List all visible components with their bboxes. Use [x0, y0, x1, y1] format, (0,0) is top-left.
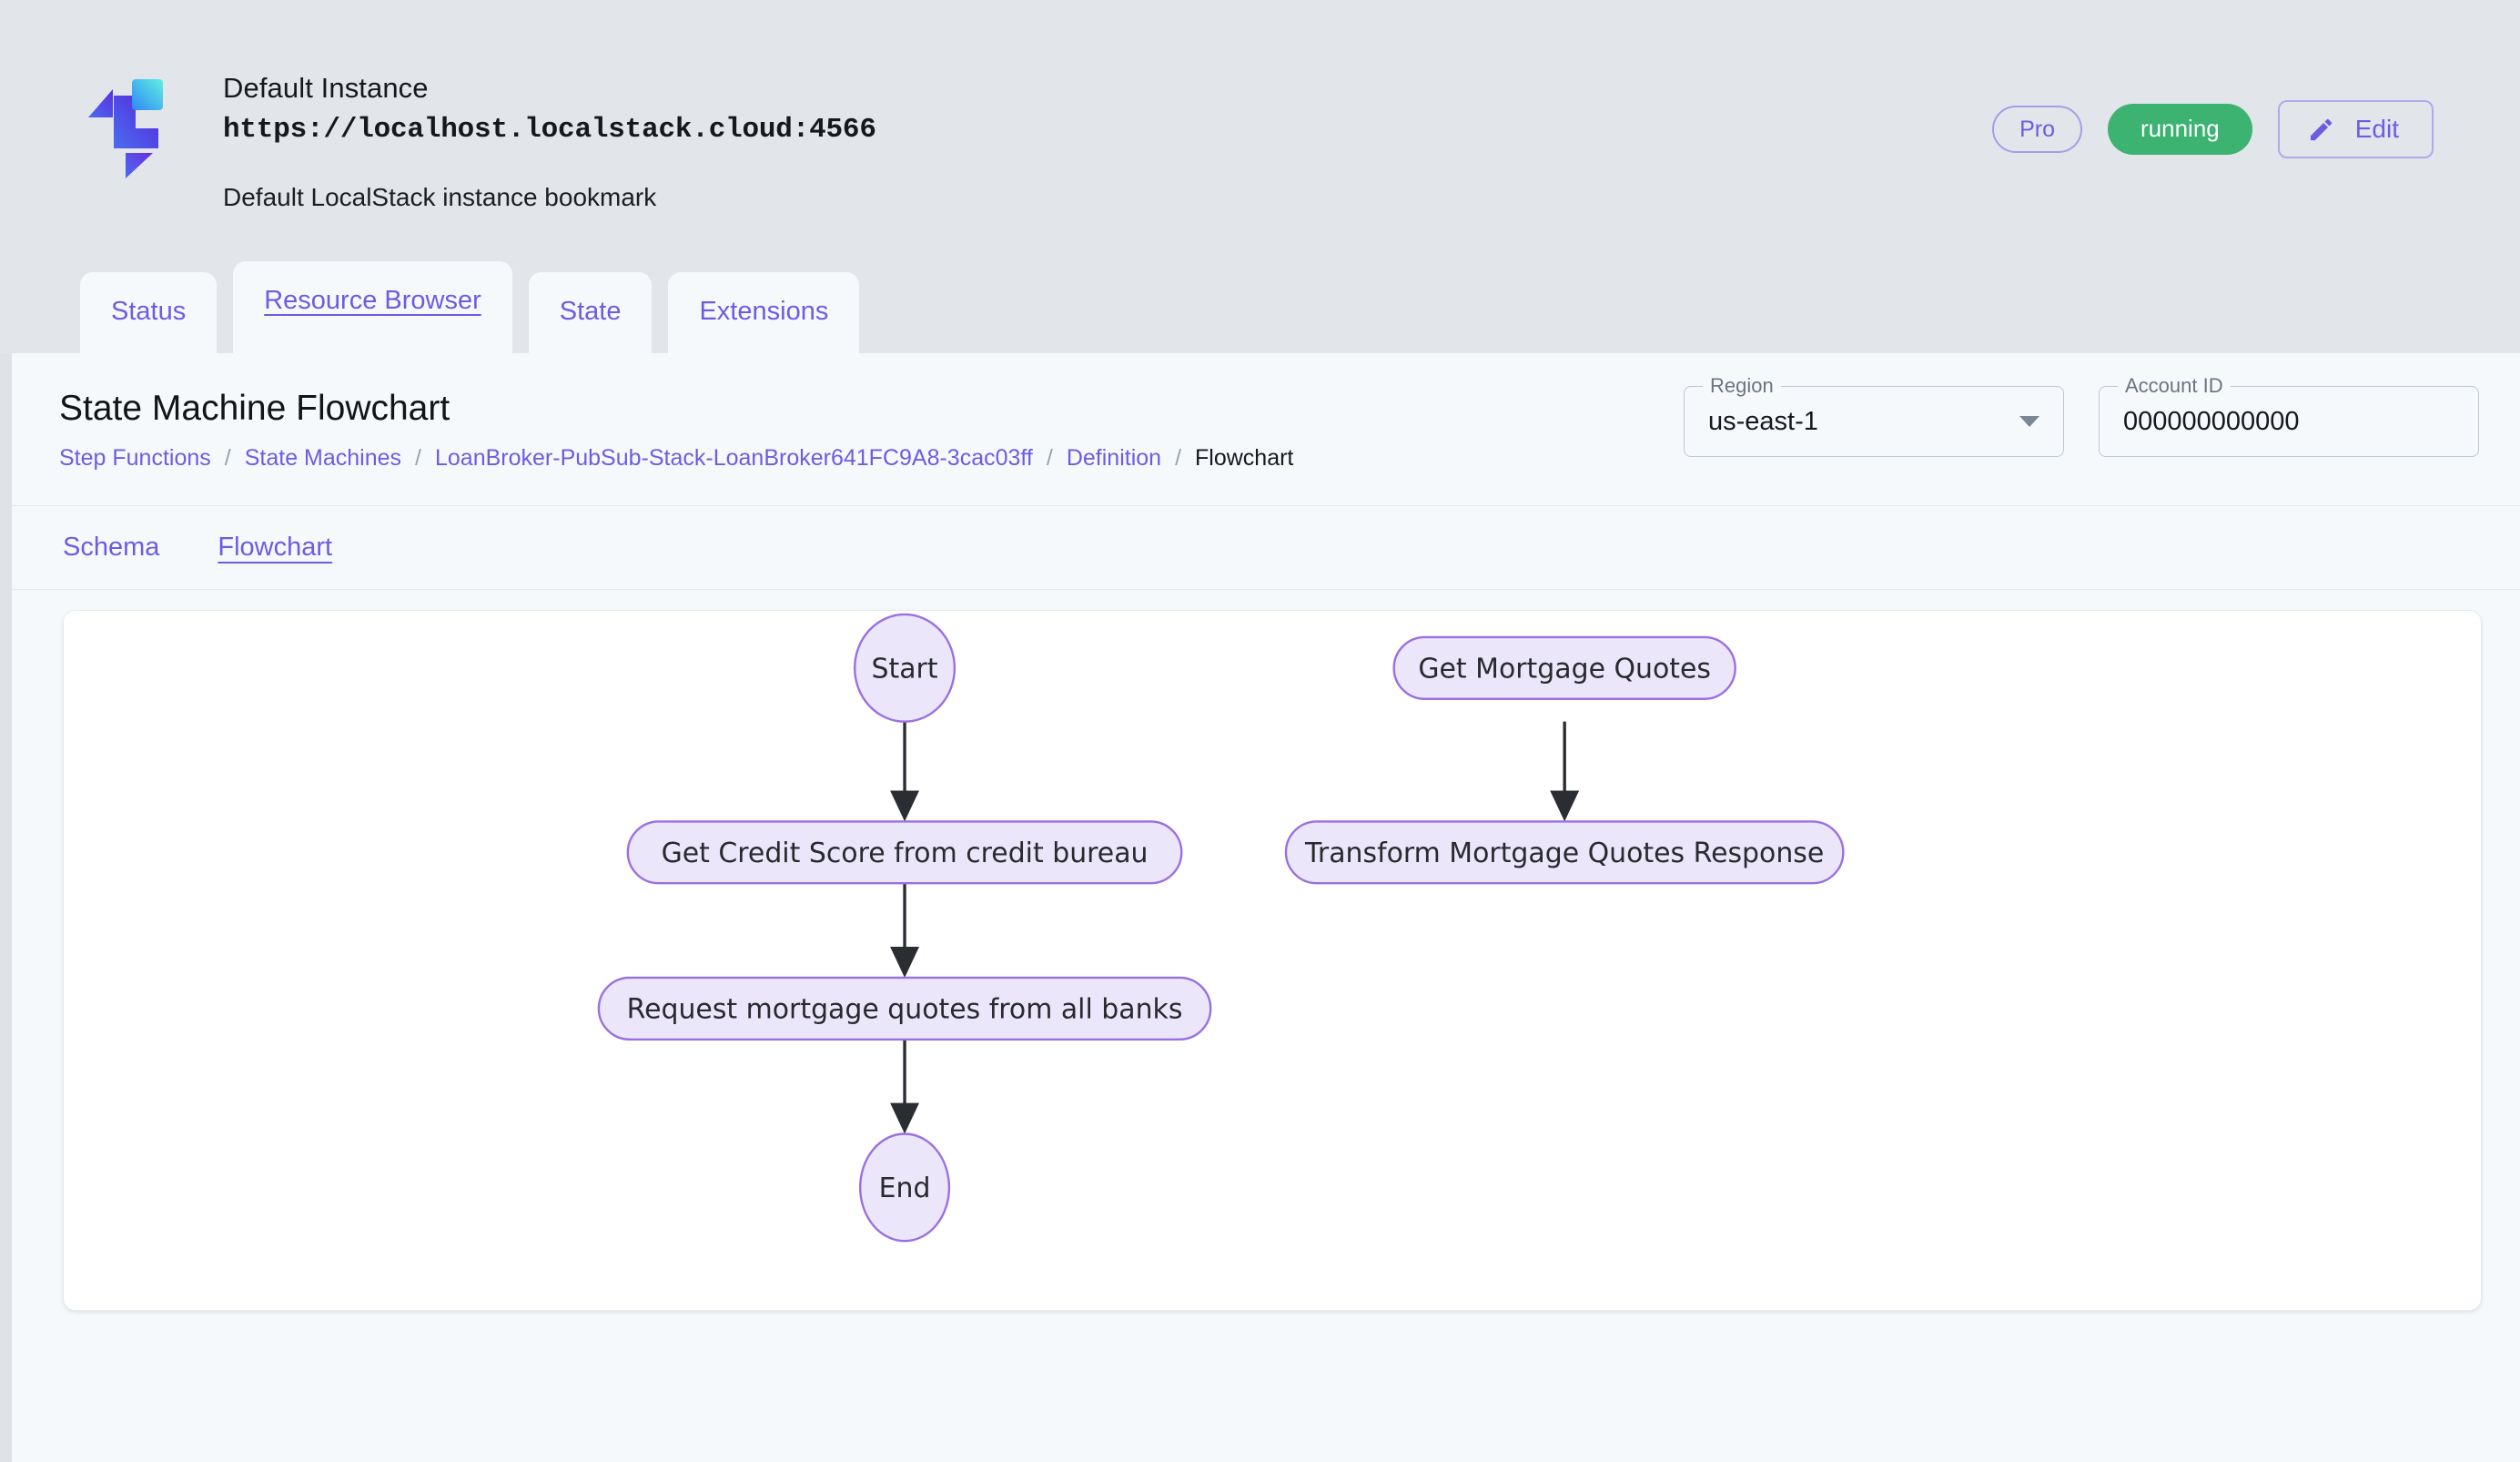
tab-extensions-label: Extensions [699, 297, 829, 327]
breadcrumb-item-definition[interactable]: Definition [1066, 444, 1162, 471]
content-panel: State Machine Flowchart Step Functions /… [0, 353, 2520, 1462]
breadcrumb-separator: / [1175, 444, 1182, 471]
breadcrumb-item-state-machines[interactable]: State Machines [244, 444, 402, 471]
tab-resource-browser[interactable]: Resource Browser [233, 261, 512, 353]
tab-state-label: State [559, 297, 622, 327]
breadcrumb-item-flowchart: Flowchart [1195, 444, 1294, 471]
breadcrumb-separator: / [224, 444, 231, 471]
region-value: us-east-1 [1708, 406, 1818, 436]
flowchart-node-getquotes-label: Get Mortgage Quotes [1418, 653, 1711, 685]
flowchart-edges [890, 721, 1580, 1134]
status-badge: running [2108, 104, 2252, 155]
breadcrumb-item-state-machine-name[interactable]: LoanBroker-PubSub-Stack-LoanBroker641FC9… [435, 444, 1033, 471]
instance-title: Default Instance [223, 72, 429, 104]
flowchart-svg: Start Get Credit Score from credit burea… [597, 613, 1845, 1243]
account-id-field[interactable]: Account ID 000000000000 [2099, 374, 2479, 457]
edit-button-label: Edit [2354, 115, 2399, 143]
chevron-down-icon[interactable] [2019, 416, 2039, 427]
flowchart-node-transform-label: Transform Mortgage Quotes Response [1304, 838, 1824, 869]
arrow-head-icon [890, 790, 920, 822]
flowchart-node-request[interactable]: Request mortgage quotes from all banks [597, 976, 1212, 1041]
flowchart-node-getquotes[interactable]: Get Mortgage Quotes [1392, 635, 1736, 701]
pencil-icon [2307, 116, 2335, 144]
header-fields: Region us-east-1 Account ID 000000000000 [1684, 374, 2479, 457]
region-label: Region [1703, 374, 1781, 399]
arrow-head-icon [1550, 790, 1580, 822]
edit-button[interactable]: Edit [2277, 100, 2434, 158]
pro-badge: Pro [1992, 105, 2083, 154]
breadcrumb-separator: / [1046, 444, 1053, 471]
sub-tabs: Schema Flowchart [12, 506, 2520, 591]
flowchart-node-start[interactable]: Start [853, 613, 956, 723]
breadcrumb-separator: / [415, 444, 421, 471]
localstack-logo-icon [86, 78, 165, 178]
tab-resource-browser-label: Resource Browser [264, 286, 481, 316]
flowchart-card: Start Get Credit Score from credit burea… [63, 610, 2482, 1312]
tab-status[interactable]: Status [80, 272, 218, 353]
subtab-schema[interactable]: Schema [63, 533, 160, 563]
section-header: State Machine Flowchart Step Functions /… [12, 353, 2520, 507]
account-id-label: Account ID [2118, 374, 2231, 399]
flowchart-node-end-label: End [879, 1173, 931, 1204]
instance-description: Default LocalStack instance bookmark [223, 183, 657, 212]
header-actions: Pro running Edit [1992, 100, 2434, 158]
flowchart-node-transform[interactable]: Transform Mortgage Quotes Response [1284, 820, 1845, 885]
tab-extensions[interactable]: Extensions [668, 272, 860, 353]
subtab-flowchart[interactable]: Flowchart [218, 533, 333, 563]
page-title: State Machine Flowchart [59, 389, 450, 428]
region-select[interactable]: Region us-east-1 [1684, 374, 2064, 457]
tab-state[interactable]: State [528, 272, 653, 353]
app-header: Default Instance https://localhost.local… [0, 0, 2520, 353]
flowchart-node-start-label: Start [872, 653, 938, 685]
account-id-value: 000000000000 [2123, 406, 2300, 436]
main-tabs: Status Resource Browser State Extensions [80, 261, 860, 353]
tab-status-label: Status [111, 297, 187, 327]
flowchart-node-credit-label: Get Credit Score from credit bureau [662, 838, 1149, 869]
arrow-head-icon [890, 947, 920, 979]
flowchart-node-end[interactable]: End [858, 1132, 951, 1243]
flowchart-node-request-label: Request mortgage quotes from all banks [627, 993, 1183, 1025]
flowchart-container: Start Get Credit Score from credit burea… [12, 590, 2520, 1347]
breadcrumb-item-step-functions[interactable]: Step Functions [59, 444, 211, 471]
flowchart-node-credit[interactable]: Get Credit Score from credit bureau [626, 820, 1183, 885]
breadcrumb: Step Functions / State Machines / LoanBr… [59, 443, 2520, 473]
instance-url: https://localhost.localstack.cloud:4566 [223, 113, 876, 146]
arrow-head-icon [890, 1102, 920, 1134]
